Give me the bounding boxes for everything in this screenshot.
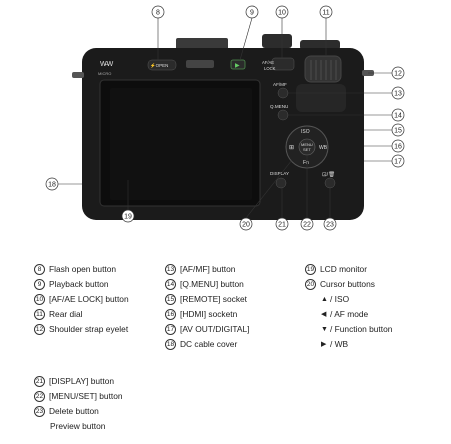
legend-col-4: 21[DISPLAY] button 22[MENU/SET] button 2…	[34, 374, 123, 434]
svg-text:AF/AE: AF/AE	[262, 60, 274, 65]
svg-text:16: 16	[394, 144, 402, 151]
af-mode-icon: ⊞	[289, 145, 294, 151]
afae-lock-button[interactable]	[271, 57, 295, 71]
svg-text:19: 19	[124, 214, 132, 221]
legend-subitem: ▼/ Function button	[305, 322, 392, 337]
svg-text:13: 13	[394, 91, 402, 98]
display-button[interactable]	[275, 177, 287, 189]
lcd-monitor	[110, 88, 252, 200]
qmenu-button[interactable]	[277, 109, 289, 121]
down-arrow-icon: ▼	[321, 326, 328, 333]
brand-logo: W̶W MICRO	[98, 61, 114, 76]
callout-labels: 8 9 10 11 12 13 14 15 16 17 18 19 20 21 …	[45, 5, 405, 231]
svg-text:21: 21	[278, 222, 286, 229]
svg-text:10: 10	[278, 10, 286, 17]
svg-text:18: 18	[48, 182, 56, 189]
fn-label: Fn	[303, 160, 309, 166]
svg-text:12: 12	[394, 71, 402, 78]
afmf-label: AF/MF	[273, 82, 287, 87]
left-arrow-icon: ◀	[321, 311, 327, 318]
legend-subitem: ◀/ AF mode	[305, 307, 392, 322]
legend-item: 13[AF/MF] button	[165, 264, 236, 275]
playback-button[interactable]	[230, 59, 246, 70]
left-eyelet	[72, 72, 84, 78]
legend-item: 14[Q.MENU] button	[165, 279, 244, 290]
play-icon: ▶	[235, 63, 240, 69]
legend-subitem: ▲/ ISO	[305, 292, 392, 307]
legend-item: 16[HDMI] socketn	[165, 309, 238, 320]
svg-text:14: 14	[394, 113, 402, 120]
legend-item: 15[REMOTE] socket	[165, 294, 248, 305]
leader-lines	[58, 17, 392, 219]
hot-shoe-front	[186, 60, 214, 68]
rear-dial[interactable]	[304, 55, 342, 83]
legend-col-2: 13[AF/MF] button 14[Q.MENU] button 15[RE…	[165, 262, 250, 352]
legend-item: 10[AF/AE LOCK] button	[34, 294, 129, 305]
iso-label: ISO	[301, 129, 310, 135]
mode-dial	[262, 34, 292, 48]
delete-icon: ⊡/🗑	[322, 171, 335, 178]
legend-subitem: ▶/ WB	[305, 337, 392, 352]
svg-text:11: 11	[322, 10, 329, 17]
svg-text:MENU: MENU	[301, 142, 313, 147]
svg-text:15: 15	[394, 128, 402, 135]
thumb-grip	[296, 84, 346, 112]
svg-text:22: 22	[303, 222, 311, 229]
svg-text:W̶W: W̶W	[100, 61, 114, 68]
afmf-button[interactable]	[277, 87, 289, 99]
legend-extra: Preview button	[50, 421, 106, 431]
delete-button[interactable]	[324, 177, 336, 189]
legend-item: 17[AV OUT/DIGITAL]	[165, 324, 250, 335]
svg-text:SET: SET	[303, 147, 311, 152]
hot-shoe	[176, 38, 228, 50]
flash-open-button[interactable]	[147, 59, 177, 71]
svg-text:LOCK: LOCK	[264, 66, 276, 71]
svg-text:17: 17	[394, 159, 402, 166]
qmenu-label: Q.MENU	[270, 104, 288, 109]
legend-item: 22[MENU/SET] button	[34, 391, 123, 402]
svg-text:8: 8	[156, 10, 160, 17]
svg-text:MICRO: MICRO	[98, 71, 111, 76]
svg-text:9: 9	[250, 10, 254, 17]
svg-text:23: 23	[326, 222, 334, 229]
camera-back-diagram: W̶W MICRO ⚡OPEN ▶ AF/AE LOCK AF/MF Q.MEN…	[45, 5, 405, 231]
display-label: DISPLAY	[270, 171, 289, 176]
rear-dial-top	[300, 40, 340, 50]
flash-open-label: ⚡OPEN	[150, 62, 168, 69]
wb-label: WB	[319, 145, 328, 151]
legend-item: 21[DISPLAY] button	[34, 376, 115, 387]
up-arrow-icon: ▲	[321, 296, 328, 303]
svg-text:20: 20	[242, 222, 250, 229]
right-arrow-icon: ▶	[321, 341, 327, 348]
